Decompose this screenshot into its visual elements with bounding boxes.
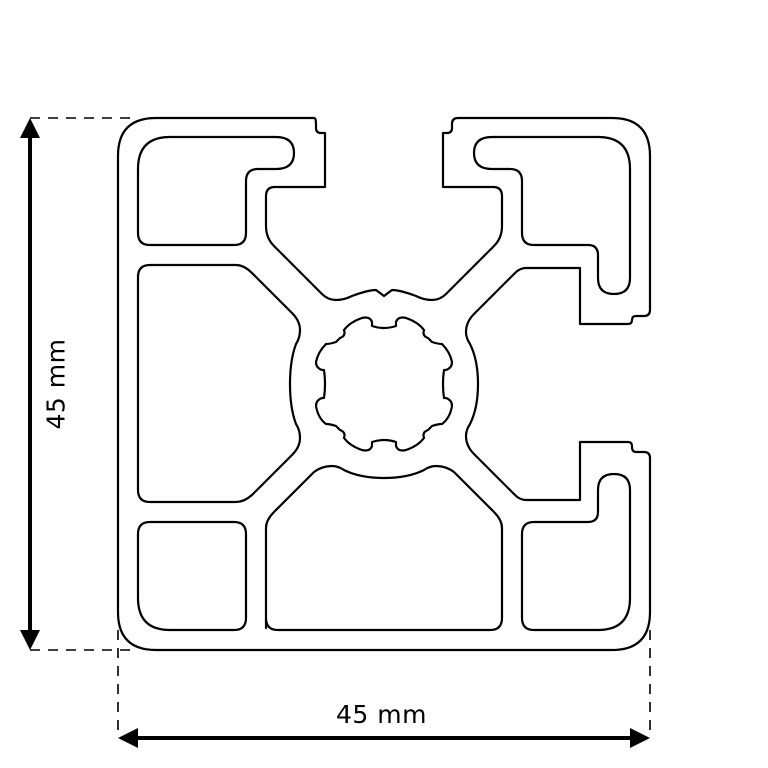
cavity-bottom-middle <box>264 464 504 632</box>
arrow-up-icon <box>20 118 40 138</box>
arrow-left-icon <box>118 728 138 748</box>
height-label: 45 mm <box>41 338 71 430</box>
arrow-down-icon <box>20 630 40 650</box>
center-gear-bore <box>314 316 454 452</box>
cavity-left-middle <box>136 263 302 504</box>
cavity-bottom-right <box>520 472 632 632</box>
cavity-top-right <box>472 135 632 296</box>
center-bore <box>314 316 454 452</box>
profile-cavities <box>136 135 632 632</box>
arrow-right-icon <box>630 728 650 748</box>
width-dimension <box>117 630 651 748</box>
cavity-bottom-left <box>136 520 248 632</box>
height-dimension <box>20 117 138 651</box>
profile-outer-contour <box>116 116 652 652</box>
cavity-top-left <box>136 135 296 247</box>
width-label: 45 mm <box>336 700 427 729</box>
